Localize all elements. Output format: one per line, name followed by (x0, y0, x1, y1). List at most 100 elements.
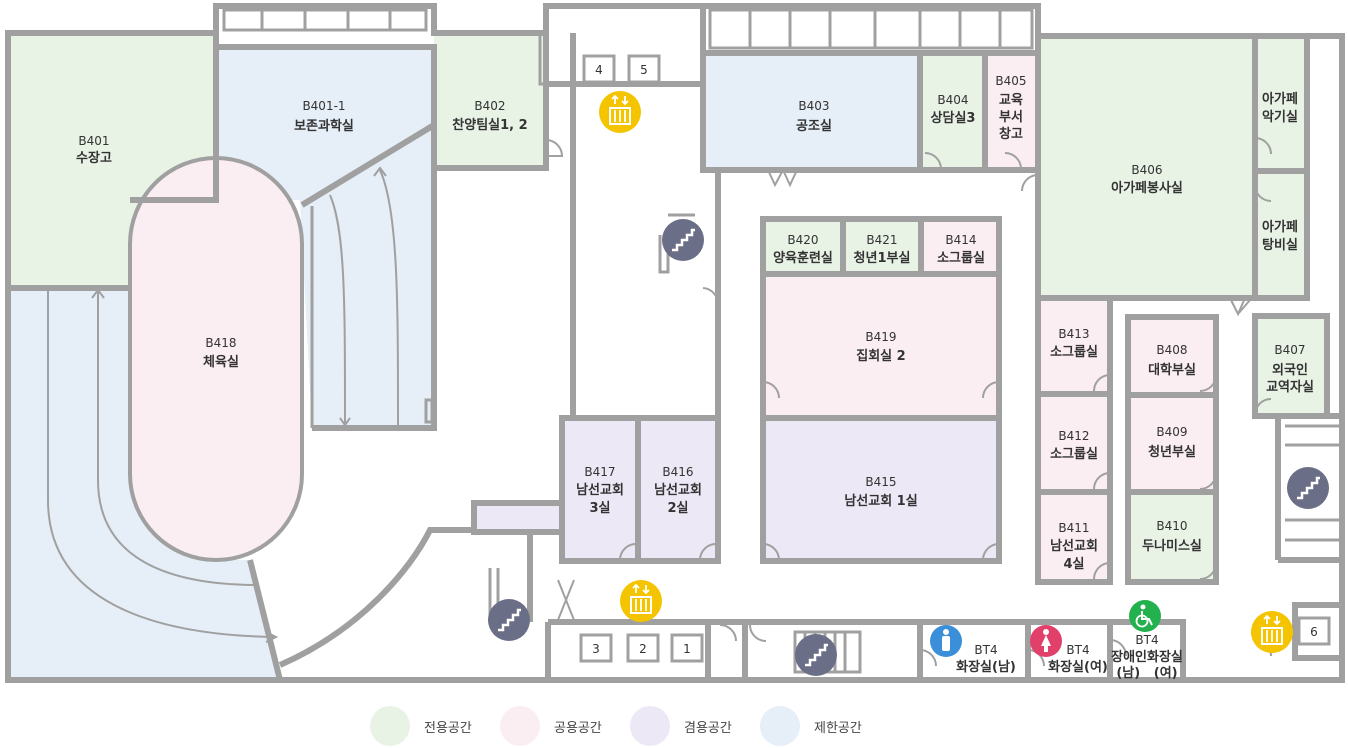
restroom-name: 화장실(여) (1048, 659, 1108, 675)
room-name: 상담실3 (931, 110, 976, 126)
elevator-right: 6 (1297, 616, 1331, 646)
wall (700, 6, 1038, 173)
room-code: B403 (798, 99, 829, 113)
room-agape-water[interactable] (1255, 171, 1307, 298)
restroom-code: BT4 (974, 643, 997, 657)
window-strip (708, 8, 1034, 50)
room-code: B415 (865, 475, 896, 489)
room-b405[interactable] (985, 53, 1038, 170)
room-b412[interactable] (1038, 394, 1110, 492)
wall (538, 33, 573, 86)
room-name: 남선교회 (1050, 538, 1098, 554)
wall (545, 622, 748, 680)
legend-swatch (500, 706, 540, 746)
room-name: 악기실 (1262, 109, 1298, 125)
room-code: B411 (1058, 521, 1089, 535)
wall (310, 206, 434, 428)
legend-label: 제한공간 (814, 720, 862, 736)
legend-swatch (630, 706, 670, 746)
room-b421[interactable] (843, 219, 921, 274)
legend-label: 전용공간 (424, 720, 472, 736)
room-b403[interactable] (703, 53, 920, 170)
room-b409[interactable] (1128, 395, 1216, 492)
wall (1278, 413, 1345, 661)
room-name: 교육 (999, 92, 1023, 108)
room-code: B419 (865, 330, 896, 344)
room-code: B420 (787, 233, 818, 247)
room-b408[interactable] (1128, 317, 1216, 395)
room-name: 두나미스실 (1142, 538, 1202, 554)
room-code: B410 (1156, 519, 1187, 533)
room-agape-instrument[interactable] (1255, 36, 1307, 171)
room-code: B418 (205, 336, 236, 350)
wall (1125, 314, 1219, 585)
wall (1255, 36, 1310, 301)
room-code: B404 (937, 93, 968, 107)
room-code: B417 (584, 465, 615, 479)
stairs-icon[interactable] (1287, 467, 1329, 509)
room-name: 양육훈련실 (773, 250, 833, 266)
wall (247, 559, 283, 681)
elevator-number: 2 (639, 642, 647, 656)
ramp-lane (47, 288, 276, 638)
room-code: B406 (1131, 163, 1162, 177)
female-restroom-icon[interactable] (1030, 625, 1062, 657)
room-b417[interactable] (474, 418, 638, 561)
elevator-icon[interactable] (1251, 611, 1293, 653)
room-code: B414 (945, 233, 976, 247)
room-name: 수장고 (76, 150, 112, 166)
room-name: 교역자실 (1266, 379, 1314, 395)
ramp-lane (97, 292, 259, 586)
elevator-number: 3 (592, 642, 600, 656)
room-b404[interactable] (920, 53, 985, 170)
room-name: 집회실 2 (856, 348, 905, 364)
room-name: 남선교회 (576, 482, 624, 498)
stairs-icon[interactable] (795, 634, 837, 676)
legend: 전용공간 공용공간 겸용공간 제한공간 (370, 706, 866, 746)
room-code: B409 (1156, 425, 1187, 439)
room-b419[interactable] (763, 274, 999, 418)
elevator-bank-top: 4 5 (582, 54, 661, 84)
accessible-restroom-icon[interactable] (1129, 600, 1161, 632)
elevator-icon[interactable] (599, 91, 641, 133)
stairs-icon[interactable] (662, 219, 704, 261)
legend-item-restricted: 제한공간 (760, 706, 866, 746)
wall (278, 527, 474, 668)
wall (760, 216, 1002, 564)
room-b413[interactable] (1038, 298, 1110, 394)
room-name: 아가페봉사실 (1111, 180, 1183, 196)
room-b410[interactable] (1128, 492, 1216, 582)
male-restroom-icon[interactable] (930, 625, 962, 657)
room-code: B421 (866, 233, 897, 247)
room-name: 남선교회 (654, 482, 702, 498)
room-name: 탕비실 (1262, 237, 1298, 253)
legend-label: 겸용공간 (684, 720, 732, 736)
room-name: 부서 (999, 110, 1023, 125)
ramp-lane (379, 169, 399, 426)
room-code: B412 (1058, 429, 1089, 443)
room-name: 청년1부실 (854, 250, 911, 266)
wall (130, 33, 219, 203)
room-b416[interactable] (638, 418, 718, 561)
room-name: 보존과학실 (294, 118, 354, 134)
room-b406[interactable] (1038, 36, 1255, 298)
elevator-icon[interactable] (620, 580, 662, 622)
room-name: 대학부실 (1148, 362, 1196, 378)
room-b415[interactable] (763, 418, 999, 561)
room-b414[interactable] (921, 219, 999, 274)
room-name: 3실 (589, 500, 610, 516)
room-code: B407 (1274, 343, 1305, 357)
legend-item-public: 공용공간 (500, 706, 606, 746)
room-code: B416 (662, 465, 693, 479)
restroom-name: 장애인화장실 (1111, 649, 1183, 665)
stairs-icon[interactable] (488, 599, 530, 641)
room-b420[interactable] (763, 219, 843, 274)
room-name: 창고 (999, 126, 1023, 142)
room-name: 공조실 (796, 118, 832, 134)
restroom-code: BT4 (1135, 633, 1158, 647)
room-name: 아가페 (1262, 91, 1298, 107)
room-b402[interactable] (434, 33, 546, 168)
restroom-name: 화장실(남) (956, 659, 1016, 675)
room-name: 4실 (1063, 556, 1084, 572)
room-b401-1[interactable] (216, 47, 434, 428)
